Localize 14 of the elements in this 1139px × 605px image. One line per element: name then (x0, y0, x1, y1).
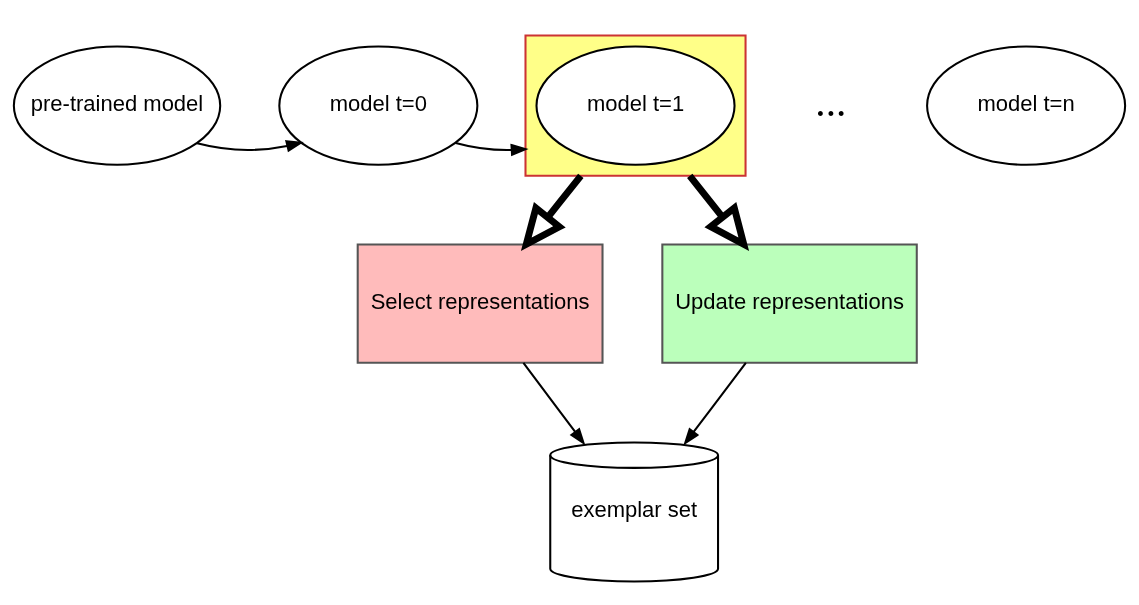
node-ellipse: model t=0 (278, 45, 479, 166)
arrow (196, 139, 304, 152)
node-ellipse: model t=1 (535, 45, 736, 166)
cluster (524, 33, 747, 177)
arrow (455, 141, 529, 156)
arrow (520, 173, 584, 251)
arrow (687, 173, 750, 251)
node-box: Update representations (661, 243, 918, 364)
node-box: Select representations (356, 243, 604, 364)
node-ellipse: pre-trained model (12, 45, 222, 166)
node-ellipse: model t=n (926, 45, 1127, 166)
label: ... (815, 78, 847, 125)
arrow (522, 361, 586, 446)
arrow (683, 361, 747, 446)
